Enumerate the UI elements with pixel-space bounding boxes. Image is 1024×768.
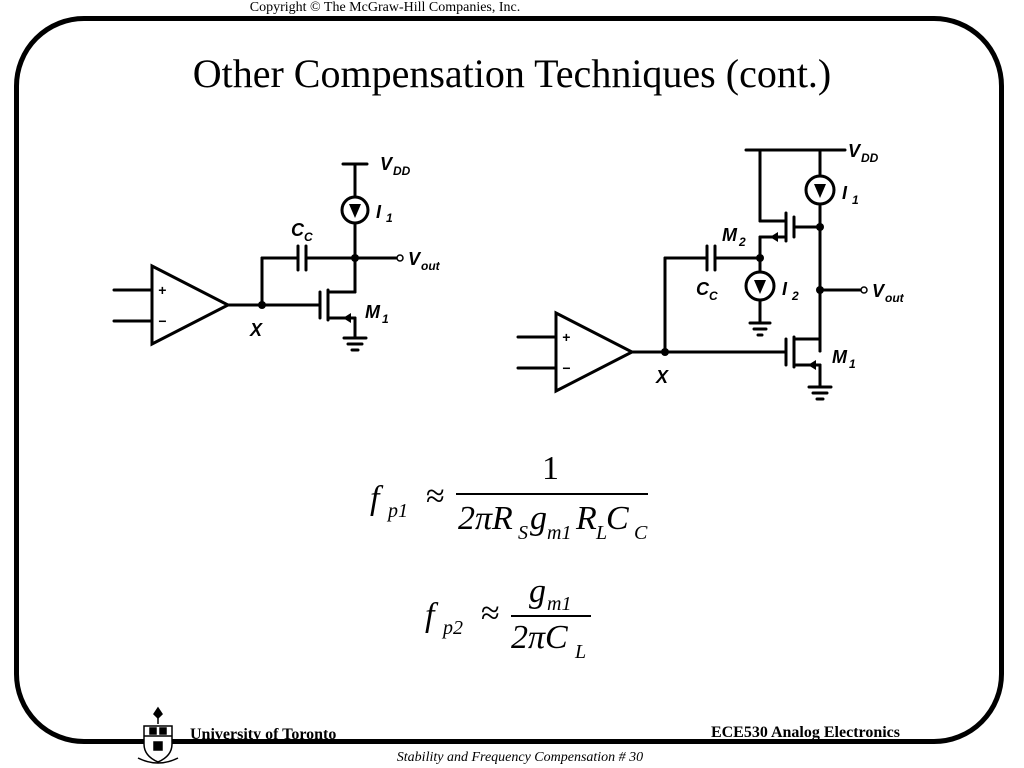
svg-text:1: 1 bbox=[386, 211, 393, 225]
opamp-minus-right: − bbox=[562, 360, 570, 376]
slide-number: Stability and Frequency Compensation # 3… bbox=[396, 750, 644, 765]
course-name: ECE530 Analog Electronics bbox=[710, 724, 900, 741]
university-crest-icon bbox=[137, 706, 179, 764]
equation-fp1: f p1 ≈ 1 2πR S g m1 R L C C bbox=[370, 450, 648, 544]
m1-label-left: M bbox=[365, 302, 381, 322]
cc-label-left: C bbox=[291, 220, 305, 240]
svg-text:1: 1 bbox=[382, 312, 389, 326]
i2-label-right: I bbox=[782, 279, 788, 299]
svg-text:out: out bbox=[421, 259, 441, 273]
svg-text:1: 1 bbox=[852, 193, 859, 207]
svg-text:C: C bbox=[304, 230, 313, 244]
circuit-right: V DD I 1 M 2 C C I 2 V out M 1 X + − bbox=[516, 141, 905, 401]
x-node-label-left: X bbox=[249, 320, 263, 340]
fraction-bar-fp2 bbox=[511, 615, 591, 617]
opamp-minus-left: − bbox=[158, 313, 166, 329]
i1-label-left: I bbox=[376, 202, 382, 222]
opamp-right bbox=[554, 310, 636, 394]
slide-frame bbox=[14, 16, 1004, 744]
svg-text:2: 2 bbox=[791, 289, 799, 303]
fraction-bar-fp1 bbox=[456, 493, 648, 495]
university-name: University of Toronto bbox=[190, 726, 337, 743]
vout-label-right: V bbox=[872, 281, 886, 301]
opamp-left bbox=[150, 263, 232, 347]
svg-text:out: out bbox=[885, 291, 905, 305]
x-node-label-right: X bbox=[655, 367, 669, 387]
opamp-plus-left: + bbox=[158, 282, 166, 298]
svg-text:DD: DD bbox=[861, 151, 879, 165]
cc-label-right: C bbox=[696, 279, 710, 299]
m2-label-right: M bbox=[722, 225, 738, 245]
vout-label-left: V bbox=[408, 249, 422, 269]
vdd-label-left: V bbox=[380, 154, 394, 174]
equation-fp2: f p2 ≈ g m1 2πC L bbox=[425, 573, 605, 675]
svg-text:2: 2 bbox=[738, 235, 746, 249]
copyright-notice: Copyright © The McGraw-Hill Companies, I… bbox=[249, 0, 521, 15]
svg-text:1: 1 bbox=[849, 357, 856, 371]
m1-label-right: M bbox=[832, 347, 848, 367]
svg-text:C: C bbox=[709, 289, 718, 303]
slide-title: Other Compensation Techniques (cont.) bbox=[192, 51, 832, 96]
i1-label-right: I bbox=[842, 183, 848, 203]
svg-text:DD: DD bbox=[393, 164, 411, 178]
vdd-label-right: V bbox=[848, 141, 862, 161]
circuit-left: V DD I 1 C C V out M 1 X + − bbox=[112, 154, 441, 352]
opamp-plus-right: + bbox=[562, 329, 570, 345]
